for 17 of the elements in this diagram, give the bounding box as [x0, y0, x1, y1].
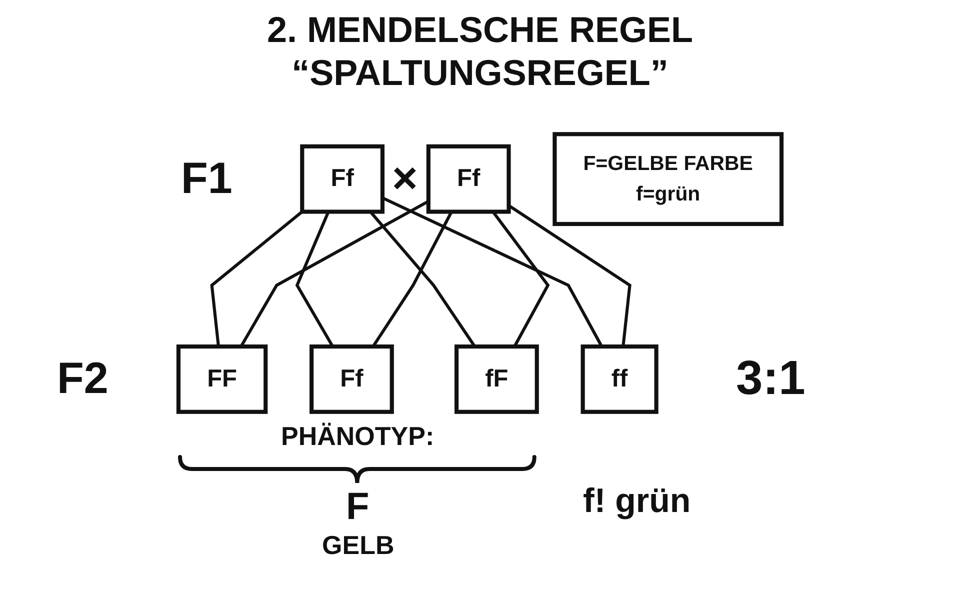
generation-label: F2 [57, 355, 108, 404]
cross-sign: × [392, 155, 418, 204]
allele-label: F [346, 487, 370, 529]
color-label: GELB [322, 531, 394, 560]
note: f! grün [583, 483, 691, 520]
genotype-box: Ff [300, 144, 385, 214]
genotype-box: FF [176, 344, 268, 414]
connector-line [210, 210, 304, 347]
ratio-label: 3:1 [736, 353, 806, 406]
genotype-box: ff [580, 344, 658, 414]
genotype-box: Ff [310, 344, 394, 414]
genotype-box: fF [454, 344, 539, 414]
genotype-box: Ff [426, 144, 511, 214]
phenotype-label: PHÄNOTYP: [281, 422, 434, 451]
title: 2. MENDELSCHE REGEL “SPALTUNGSREGEL” [266, 8, 694, 94]
generation-label: F1 [181, 155, 232, 204]
key-box: F=GELBE FARBE f=grün [552, 132, 784, 226]
